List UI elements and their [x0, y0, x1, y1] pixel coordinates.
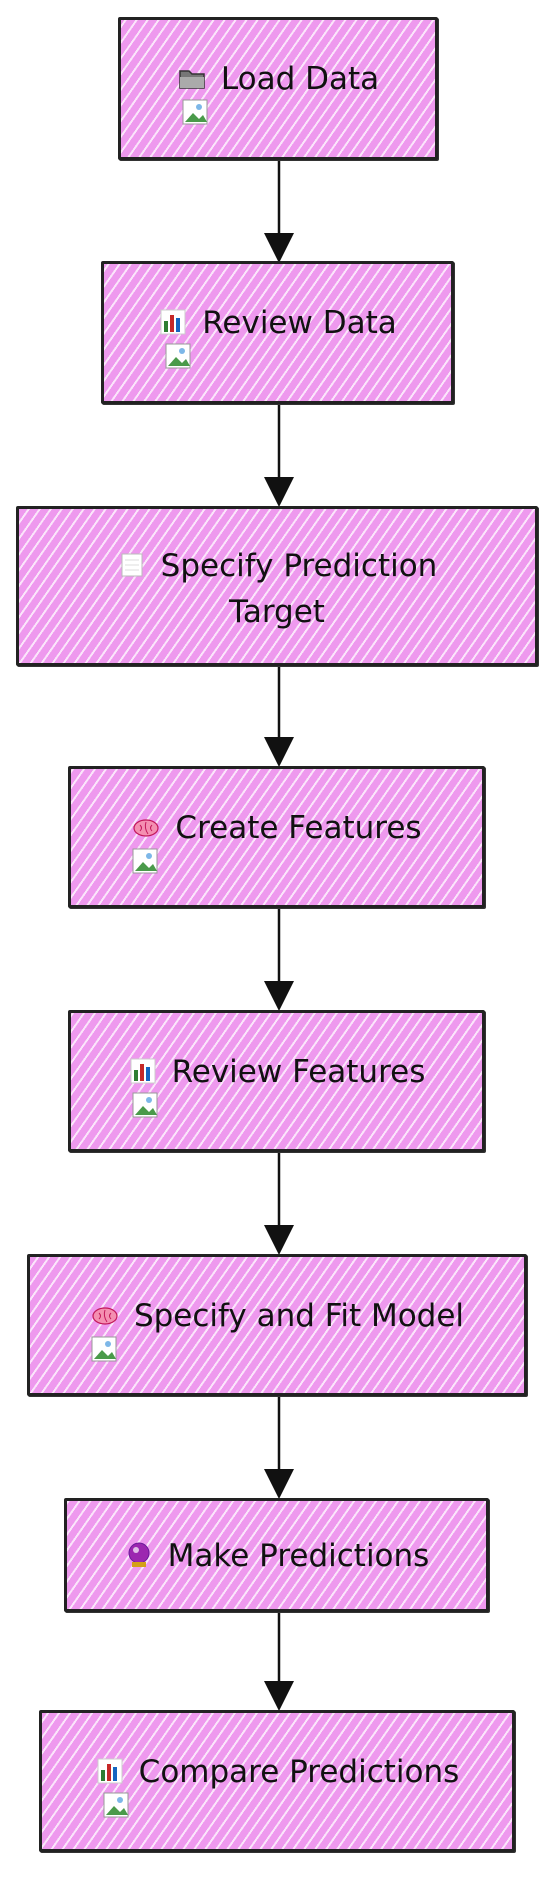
broken-image-icon: [132, 1092, 158, 1118]
step-compare-predictions: Compare Predictions: [39, 1710, 515, 1852]
step-label: Specify and Fit Model: [133, 1298, 465, 1334]
step-label-line2: Target: [229, 594, 325, 630]
step-specify-and-fit-model: Specify and Fit Model: [27, 1254, 527, 1396]
brain-icon: [92, 1307, 118, 1325]
step-label: Compare Predictions: [138, 1754, 460, 1790]
bar-chart-icon: [160, 309, 186, 335]
step-label: Review Features: [171, 1054, 426, 1090]
broken-image-icon: [132, 848, 158, 874]
step-review-data: Review Data: [101, 261, 454, 404]
step-load-data: Load Data: [118, 17, 438, 160]
notepad-icon: [121, 553, 143, 577]
step-label: Make Predictions: [167, 1538, 430, 1574]
broken-image-icon: [91, 1336, 117, 1362]
step-create-features: Create Features: [68, 766, 485, 908]
bar-chart-icon: [130, 1058, 156, 1084]
step-specify-prediction-target: Specify Prediction Target: [16, 506, 538, 666]
step-label: Review Data: [202, 305, 397, 341]
step-label-line1: Specify Prediction: [160, 548, 438, 584]
folder-icon: [179, 70, 205, 89]
step-label: Load Data: [220, 61, 380, 97]
step-make-predictions: Make Predictions: [64, 1498, 489, 1612]
step-review-features: Review Features: [68, 1010, 485, 1152]
broken-image-icon: [103, 1792, 129, 1818]
brain-icon: [133, 819, 160, 837]
step-label: Create Features: [175, 810, 422, 846]
broken-image-icon: [165, 343, 191, 369]
crystal-ball-icon: [128, 1542, 150, 1567]
broken-image-icon: [182, 99, 208, 125]
bar-chart-icon: [97, 1758, 123, 1784]
